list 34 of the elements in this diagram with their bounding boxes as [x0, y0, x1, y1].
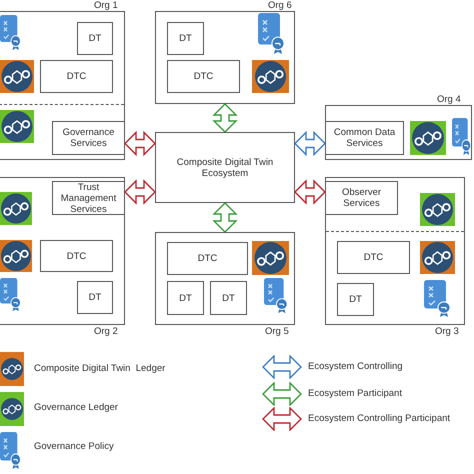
- component-box: DT: [167, 22, 204, 55]
- component-box: DT: [337, 283, 374, 316]
- double-arrow: [124, 179, 156, 205]
- legend-text: Composite Digital Twin Ledger: [34, 363, 166, 374]
- legend-text: Ecosystem Participant: [308, 388, 402, 399]
- component-box: Common Data Services: [325, 121, 404, 155]
- organization-label: Org 6: [268, 0, 292, 11]
- component-box: DTC: [40, 240, 113, 272]
- legend-text: Ecosystem Controlling: [308, 361, 403, 372]
- component-box: DTC: [167, 242, 248, 275]
- component-box: DT: [77, 281, 113, 314]
- organization-label: Org 5: [265, 326, 289, 337]
- ecosystem-box: Composite Digital Twin Ecosystem: [155, 132, 295, 203]
- component-box: Trust Management Services: [52, 181, 125, 215]
- component-box: DTC: [40, 60, 113, 93]
- double-arrow: [294, 179, 326, 205]
- organization-label: Org 2: [94, 326, 118, 337]
- organization-label: Org 1: [94, 0, 118, 11]
- double-arrow: [124, 130, 156, 156]
- double-arrow: [212, 202, 238, 233]
- double-arrow: [212, 103, 238, 133]
- legend-text: Ecosystem Controlling Participant: [308, 413, 450, 424]
- component-box: DT: [77, 22, 113, 55]
- component-box: DT: [167, 281, 204, 315]
- component-box: Governance Services: [52, 121, 125, 155]
- component-box: Observer Services: [325, 181, 398, 215]
- organization-label: Org 4: [437, 94, 461, 105]
- component-box: DT: [210, 281, 247, 315]
- component-box: DTC: [167, 60, 240, 93]
- component-box: DTC: [337, 241, 410, 274]
- double-arrow: [294, 130, 326, 156]
- legend-text: Governance Policy: [34, 441, 114, 452]
- legend-text: Governance Ledger: [34, 402, 118, 413]
- organization-label: Org 3: [435, 326, 459, 337]
